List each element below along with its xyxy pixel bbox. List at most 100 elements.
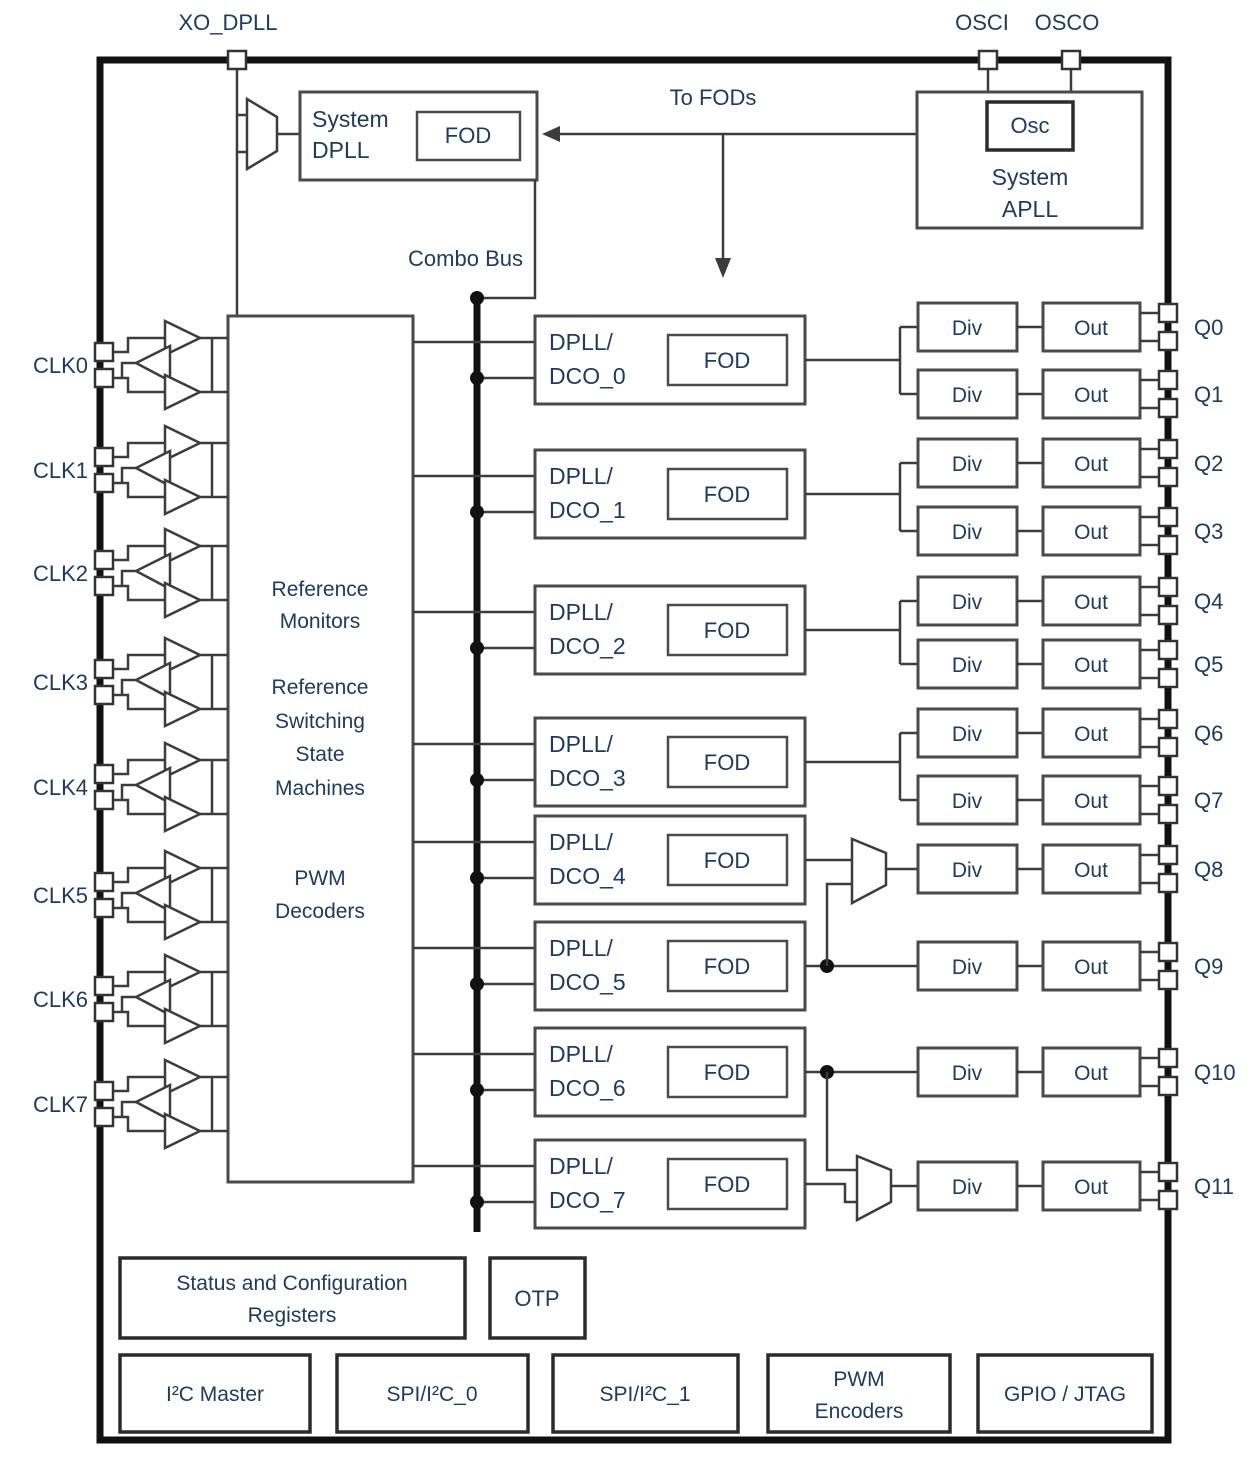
arrowhead-to-fods-down (715, 258, 731, 278)
q6-pin-label: Q6 (1194, 721, 1223, 746)
q4-pin-label: Q4 (1194, 589, 1223, 614)
spi-i2c-0-block (335, 1353, 530, 1434)
svg-text:FOD: FOD (704, 618, 750, 643)
dpll-dco-7-row: DPLL/ DCO_7 FOD (413, 1138, 857, 1230)
output-row-q7: Div Out Q7 (916, 774, 1223, 826)
dpll-dco-3-row: DPLL/ DCO_3 FOD (413, 716, 918, 808)
status-config-line2: Registers (248, 1304, 337, 1327)
otp-block (488, 1256, 587, 1340)
dpll-dco-6-row: DPLL/ DCO_6 FOD (413, 1026, 918, 1172)
osco-pin-label: OSCO (1035, 10, 1100, 35)
osci-pad (977, 49, 999, 71)
svg-text:Div: Div (952, 453, 983, 476)
q5-pin-label: Q5 (1194, 652, 1223, 677)
svg-text:FOD: FOD (704, 348, 750, 373)
q3-pin-label: Q3 (1194, 519, 1223, 544)
svg-text:Div: Div (952, 521, 983, 544)
status-config-registers-block (118, 1256, 467, 1340)
q11-pin-label: Q11 (1194, 1174, 1234, 1199)
output-row-q2: Div Out Q2 (916, 437, 1223, 489)
output-row-q6: Div Out Q6 (916, 707, 1223, 759)
output-row-q1: Div Out Q1 (916, 368, 1223, 420)
status-config-line1: Status and Configuration (176, 1272, 407, 1295)
svg-text:Out: Out (1074, 654, 1108, 677)
svg-text:Out: Out (1074, 591, 1108, 614)
dpll-dco-4-row: DPLL/ DCO_4 FOD (413, 814, 852, 906)
system-apll-label-line2: APLL (1002, 196, 1058, 222)
system-dpll-fod-label: FOD (445, 123, 491, 148)
svg-text:Out: Out (1074, 790, 1108, 813)
svg-text:DCO_7: DCO_7 (549, 1187, 626, 1213)
svg-text:Out: Out (1074, 453, 1108, 476)
combo-bus-label: Combo Bus (408, 246, 523, 271)
q7-pin-label: Q7 (1194, 788, 1223, 813)
otp-label: OTP (514, 1286, 559, 1311)
osci-pin-label: OSCI (955, 10, 1009, 35)
svg-text:FOD: FOD (704, 1060, 750, 1085)
q11-output-mux-icon (855, 1154, 893, 1223)
ref-text-7: PWM (294, 867, 345, 890)
q8-pin-label: Q8 (1194, 857, 1223, 882)
svg-text:DCO_3: DCO_3 (549, 765, 626, 791)
pwm-encoders-block (766, 1353, 952, 1434)
xo-dpll-pad (226, 49, 248, 71)
q9-pin-label: Q9 (1194, 954, 1223, 979)
output-row-q8: Div Out Q8 (916, 843, 1223, 895)
svg-text:DCO_4: DCO_4 (549, 863, 626, 889)
svg-text:Div: Div (952, 384, 983, 407)
ref-text-2: Monitors (280, 610, 361, 633)
pwm-encoders-line2: Encoders (815, 1400, 904, 1423)
system-apll-label-line1: System (992, 164, 1069, 190)
osc-label: Osc (1010, 113, 1049, 138)
clk7-pin-label: CLK7 (33, 1092, 88, 1117)
output-row-q11: Div Out Q11 (916, 1160, 1234, 1212)
arrowhead-into-system-dpll (542, 126, 560, 142)
ref-text-3: Reference (272, 676, 369, 699)
ref-text-6: Machines (275, 777, 365, 800)
clk1-pin-label: CLK1 (33, 458, 88, 483)
svg-text:DPLL/: DPLL/ (549, 463, 614, 489)
clk0-pin-label: CLK0 (33, 353, 88, 378)
gpio-jtag-label: GPIO / JTAG (1004, 1383, 1126, 1406)
ref-text-1: Reference (272, 578, 369, 601)
output-row-q3: Div Out Q3 (916, 505, 1223, 557)
to-fods-label: To FODs (670, 85, 757, 110)
svg-text:Div: Div (952, 591, 983, 614)
svg-text:Div: Div (952, 790, 983, 813)
q8-output-mux-icon (850, 837, 888, 906)
clk2-pin-label: CLK2 (33, 561, 88, 586)
svg-text:DPLL/: DPLL/ (549, 1041, 614, 1067)
svg-text:DCO_6: DCO_6 (549, 1075, 626, 1101)
svg-text:Out: Out (1074, 1176, 1108, 1199)
svg-text:Div: Div (952, 317, 983, 340)
svg-text:Out: Out (1074, 956, 1108, 979)
svg-text:DPLL/: DPLL/ (549, 935, 614, 961)
svg-text:Out: Out (1074, 723, 1108, 746)
clk3-pin-label: CLK3 (33, 670, 88, 695)
svg-text:DCO_0: DCO_0 (549, 363, 626, 389)
clk5-pin-label: CLK5 (33, 883, 88, 908)
svg-text:Out: Out (1074, 521, 1108, 544)
output-row-q4: Div Out Q4 (916, 575, 1223, 627)
spi-i2c-1-label: SPI/I²C_1 (599, 1383, 690, 1406)
svg-text:Div: Div (952, 859, 983, 882)
svg-text:Out: Out (1074, 1062, 1108, 1085)
svg-text:Out: Out (1074, 317, 1108, 340)
clk-input-buffers (95, 321, 228, 1148)
svg-text:FOD: FOD (704, 1172, 750, 1197)
svg-text:DCO_2: DCO_2 (549, 633, 626, 659)
svg-text:Div: Div (952, 723, 983, 746)
q2-pin-label: Q2 (1194, 451, 1223, 476)
ref-text-5: State (295, 743, 344, 766)
svg-text:DCO_5: DCO_5 (549, 969, 626, 995)
spi-i2c-1-block (551, 1353, 740, 1434)
svg-text:Out: Out (1074, 859, 1108, 882)
output-row-q9: Div Out Q9 (916, 940, 1223, 992)
pwm-encoders-line1: PWM (833, 1368, 884, 1391)
svg-text:DPLL/: DPLL/ (549, 731, 614, 757)
svg-text:Div: Div (952, 654, 983, 677)
clk4-pin-label: CLK4 (33, 775, 88, 800)
system-dpll-label-line2: DPLL (312, 137, 370, 163)
system-dpll-label-line1: System (312, 106, 389, 132)
